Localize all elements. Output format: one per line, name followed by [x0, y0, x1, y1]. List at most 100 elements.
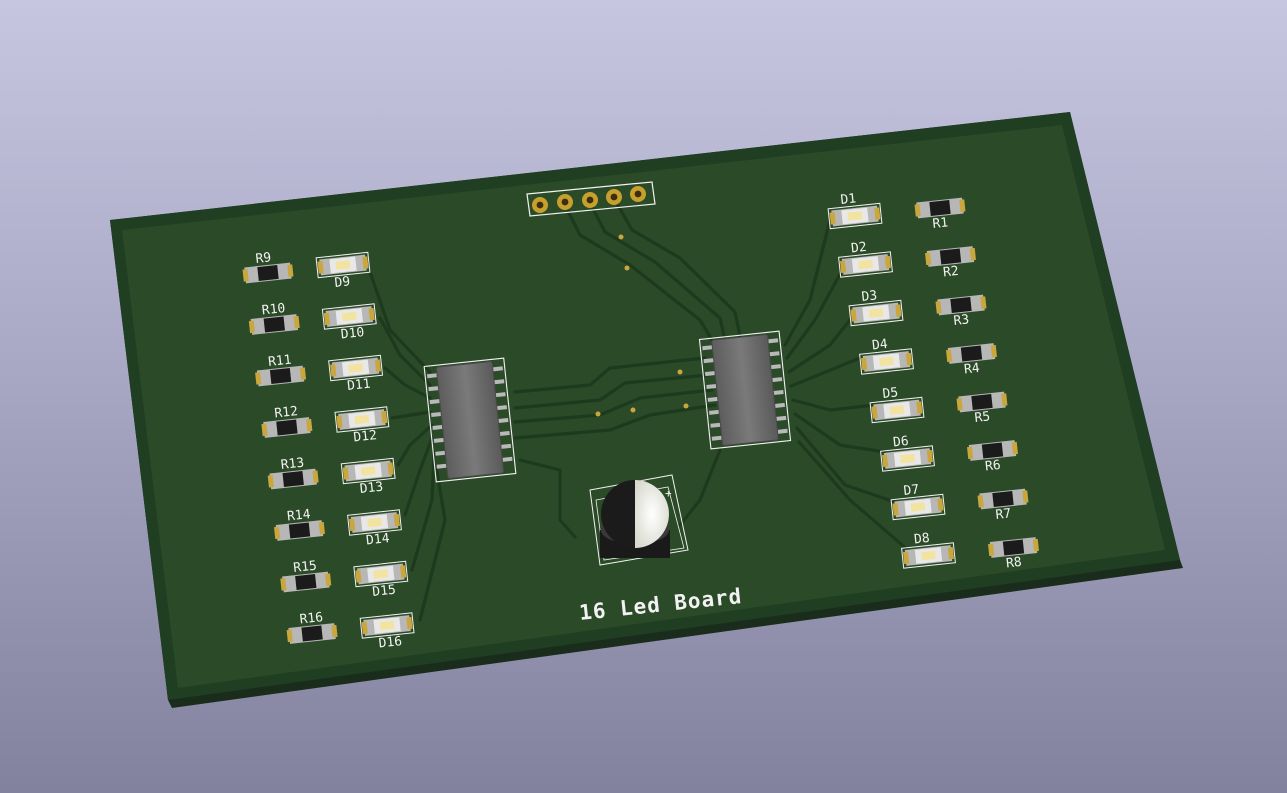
resistor-r5-pad-2	[1001, 393, 1008, 406]
led-d6-pad-1	[882, 454, 889, 468]
ref-label-d1: D1	[840, 191, 857, 208]
resistor-r2-pad-2	[969, 247, 976, 261]
ref-label-r8: R8	[1005, 555, 1022, 572]
resistor-r9[interactable]	[242, 262, 294, 284]
resistor-r1-body	[929, 199, 951, 217]
resistor-r3[interactable]	[935, 294, 987, 316]
resistor-r15[interactable]	[280, 571, 332, 593]
resistor-r12[interactable]	[261, 417, 313, 438]
resistor-r7[interactable]	[977, 488, 1029, 510]
resistor-r13[interactable]	[267, 468, 319, 490]
led-d1[interactable]	[827, 202, 883, 230]
ref-label-r12: R12	[274, 404, 299, 421]
led-d12-lens	[354, 414, 370, 425]
shift-register-right[interactable]	[698, 330, 792, 450]
header-pin-3[interactable]	[582, 192, 598, 208]
ref-label-r15: R15	[293, 559, 318, 576]
led-d8[interactable]	[901, 542, 956, 569]
led-d10-pad-1	[323, 312, 331, 326]
led-d7-pad-2	[937, 498, 944, 511]
resistor-r1-pad-1	[914, 204, 921, 217]
led-d5[interactable]	[869, 396, 925, 424]
led-d1-pad-1	[829, 212, 836, 225]
ref-label-d2: D2	[850, 240, 867, 257]
led-d5-outline	[869, 396, 925, 424]
led-d13[interactable]	[340, 457, 396, 485]
led-d5-pad-2	[916, 401, 923, 414]
led-d3[interactable]	[848, 299, 904, 327]
shift-register-left[interactable]	[423, 357, 517, 483]
resistor-r11-pad-2	[299, 367, 307, 380]
led-d2[interactable]	[838, 251, 893, 278]
copper-traces	[368, 198, 910, 622]
ref-label-d10: D10	[340, 325, 365, 342]
pin-header[interactable]	[526, 181, 656, 217]
resistor-r2[interactable]	[925, 246, 976, 267]
ref-label-r11: R11	[267, 353, 292, 370]
led-d4-pad-1	[861, 357, 868, 371]
led-d14[interactable]	[347, 509, 402, 536]
resistor-r1[interactable]	[914, 197, 966, 219]
resistor-r8-pad-2	[1032, 538, 1039, 552]
header-pin-1[interactable]	[532, 197, 548, 213]
led-d7[interactable]	[890, 493, 946, 521]
resistor-r6[interactable]	[967, 440, 1018, 461]
resistor-r15-pad-1	[280, 578, 287, 591]
resistor-r4[interactable]	[946, 343, 997, 364]
led-d9-lens	[335, 260, 351, 270]
ref-label-r2: R2	[942, 264, 959, 281]
led-d3-pad-1	[850, 309, 857, 322]
ref-label-r16: R16	[299, 610, 324, 627]
ref-label-d5: D5	[882, 385, 899, 402]
header-pin-4[interactable]	[606, 189, 622, 205]
led-d12[interactable]	[334, 406, 390, 433]
resistor-r9-pad-1	[242, 269, 249, 282]
resistor-r9-body	[257, 264, 279, 282]
resistor-r5-body	[971, 393, 993, 411]
led-d13-pad-1	[342, 467, 349, 480]
resistor-r10-pad-2	[293, 315, 300, 329]
led-d9[interactable]	[315, 251, 371, 279]
resistor-r14-pad-2	[318, 521, 325, 535]
led-d16[interactable]	[359, 612, 415, 639]
resistor-r14-body	[288, 522, 311, 539]
header-pin-2[interactable]	[557, 194, 573, 210]
led-d4-lens	[879, 356, 894, 367]
ref-label-d8: D8	[913, 531, 930, 548]
resistor-r3-pad-1	[935, 301, 942, 314]
led-d11[interactable]	[328, 354, 384, 382]
led-d6[interactable]	[880, 445, 935, 472]
ref-label-d6: D6	[892, 434, 909, 451]
resistor-r12-pad-1	[261, 423, 268, 437]
resistor-r12-body	[276, 419, 298, 436]
resistor-r5[interactable]	[956, 391, 1008, 413]
led-d11-pad-2	[374, 359, 382, 372]
resistor-r1-pad-2	[959, 199, 966, 212]
led-d8-pad-1	[903, 551, 910, 565]
electrolytic-capacitor[interactable]: +	[589, 474, 689, 566]
ref-label-d13: D13	[359, 480, 384, 497]
led-d6-lens	[900, 453, 915, 464]
led-d13-pad-2	[387, 462, 394, 475]
header-pin-5[interactable]	[630, 186, 646, 202]
resistor-r8[interactable]	[988, 537, 1039, 558]
ref-label-r5: R5	[974, 409, 991, 426]
led-d11-pad-1	[330, 364, 337, 377]
led-d16-pad-1	[361, 621, 368, 635]
led-d2-lens	[858, 259, 873, 270]
led-d4[interactable]	[859, 348, 914, 375]
resistor-r4-pad-1	[946, 349, 953, 363]
resistor-r10[interactable]	[248, 314, 300, 335]
led-d1-outline	[827, 202, 883, 230]
resistor-r14[interactable]	[274, 520, 325, 541]
ref-label-r6: R6	[984, 458, 1001, 475]
resistor-r11[interactable]	[255, 365, 307, 387]
led-d10-outline	[321, 303, 377, 330]
led-d15[interactable]	[353, 560, 409, 588]
ref-label-r4: R4	[963, 361, 980, 378]
resistor-r16[interactable]	[286, 623, 338, 644]
led-d10[interactable]	[321, 303, 377, 330]
led-d13-lens	[360, 466, 376, 476]
